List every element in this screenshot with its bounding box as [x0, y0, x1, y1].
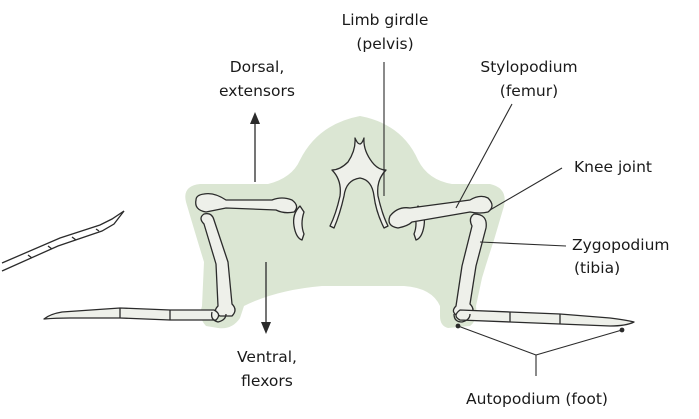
label-dorsal: Dorsal,: [230, 58, 285, 76]
label-zygopodium-sub: (tibia): [574, 259, 620, 277]
label-autopodium: Autopodium (foot): [466, 390, 608, 408]
label-limb-girdle: Limb girdle: [342, 11, 429, 29]
dorsal-arrow: [250, 112, 260, 182]
label-limb-girdle-sub: (pelvis): [356, 35, 413, 53]
label-ventral: Ventral,: [237, 348, 297, 366]
label-dorsal-sub: extensors: [219, 82, 295, 100]
left-foot-chain: [2, 211, 124, 271]
leader-zygopodium: [480, 242, 566, 246]
right-foot: [456, 310, 634, 326]
label-knee-joint: Knee joint: [574, 158, 652, 176]
leader-knee-joint: [490, 168, 562, 210]
label-stylopodium: Stylopodium: [480, 58, 577, 76]
leader-autopodium: [456, 324, 625, 376]
label-stylopodium-sub: (femur): [500, 82, 558, 100]
label-ventral-sub: flexors: [241, 372, 293, 390]
label-zygopodium: Zygopodium: [572, 236, 670, 254]
left-foot: [44, 308, 219, 320]
